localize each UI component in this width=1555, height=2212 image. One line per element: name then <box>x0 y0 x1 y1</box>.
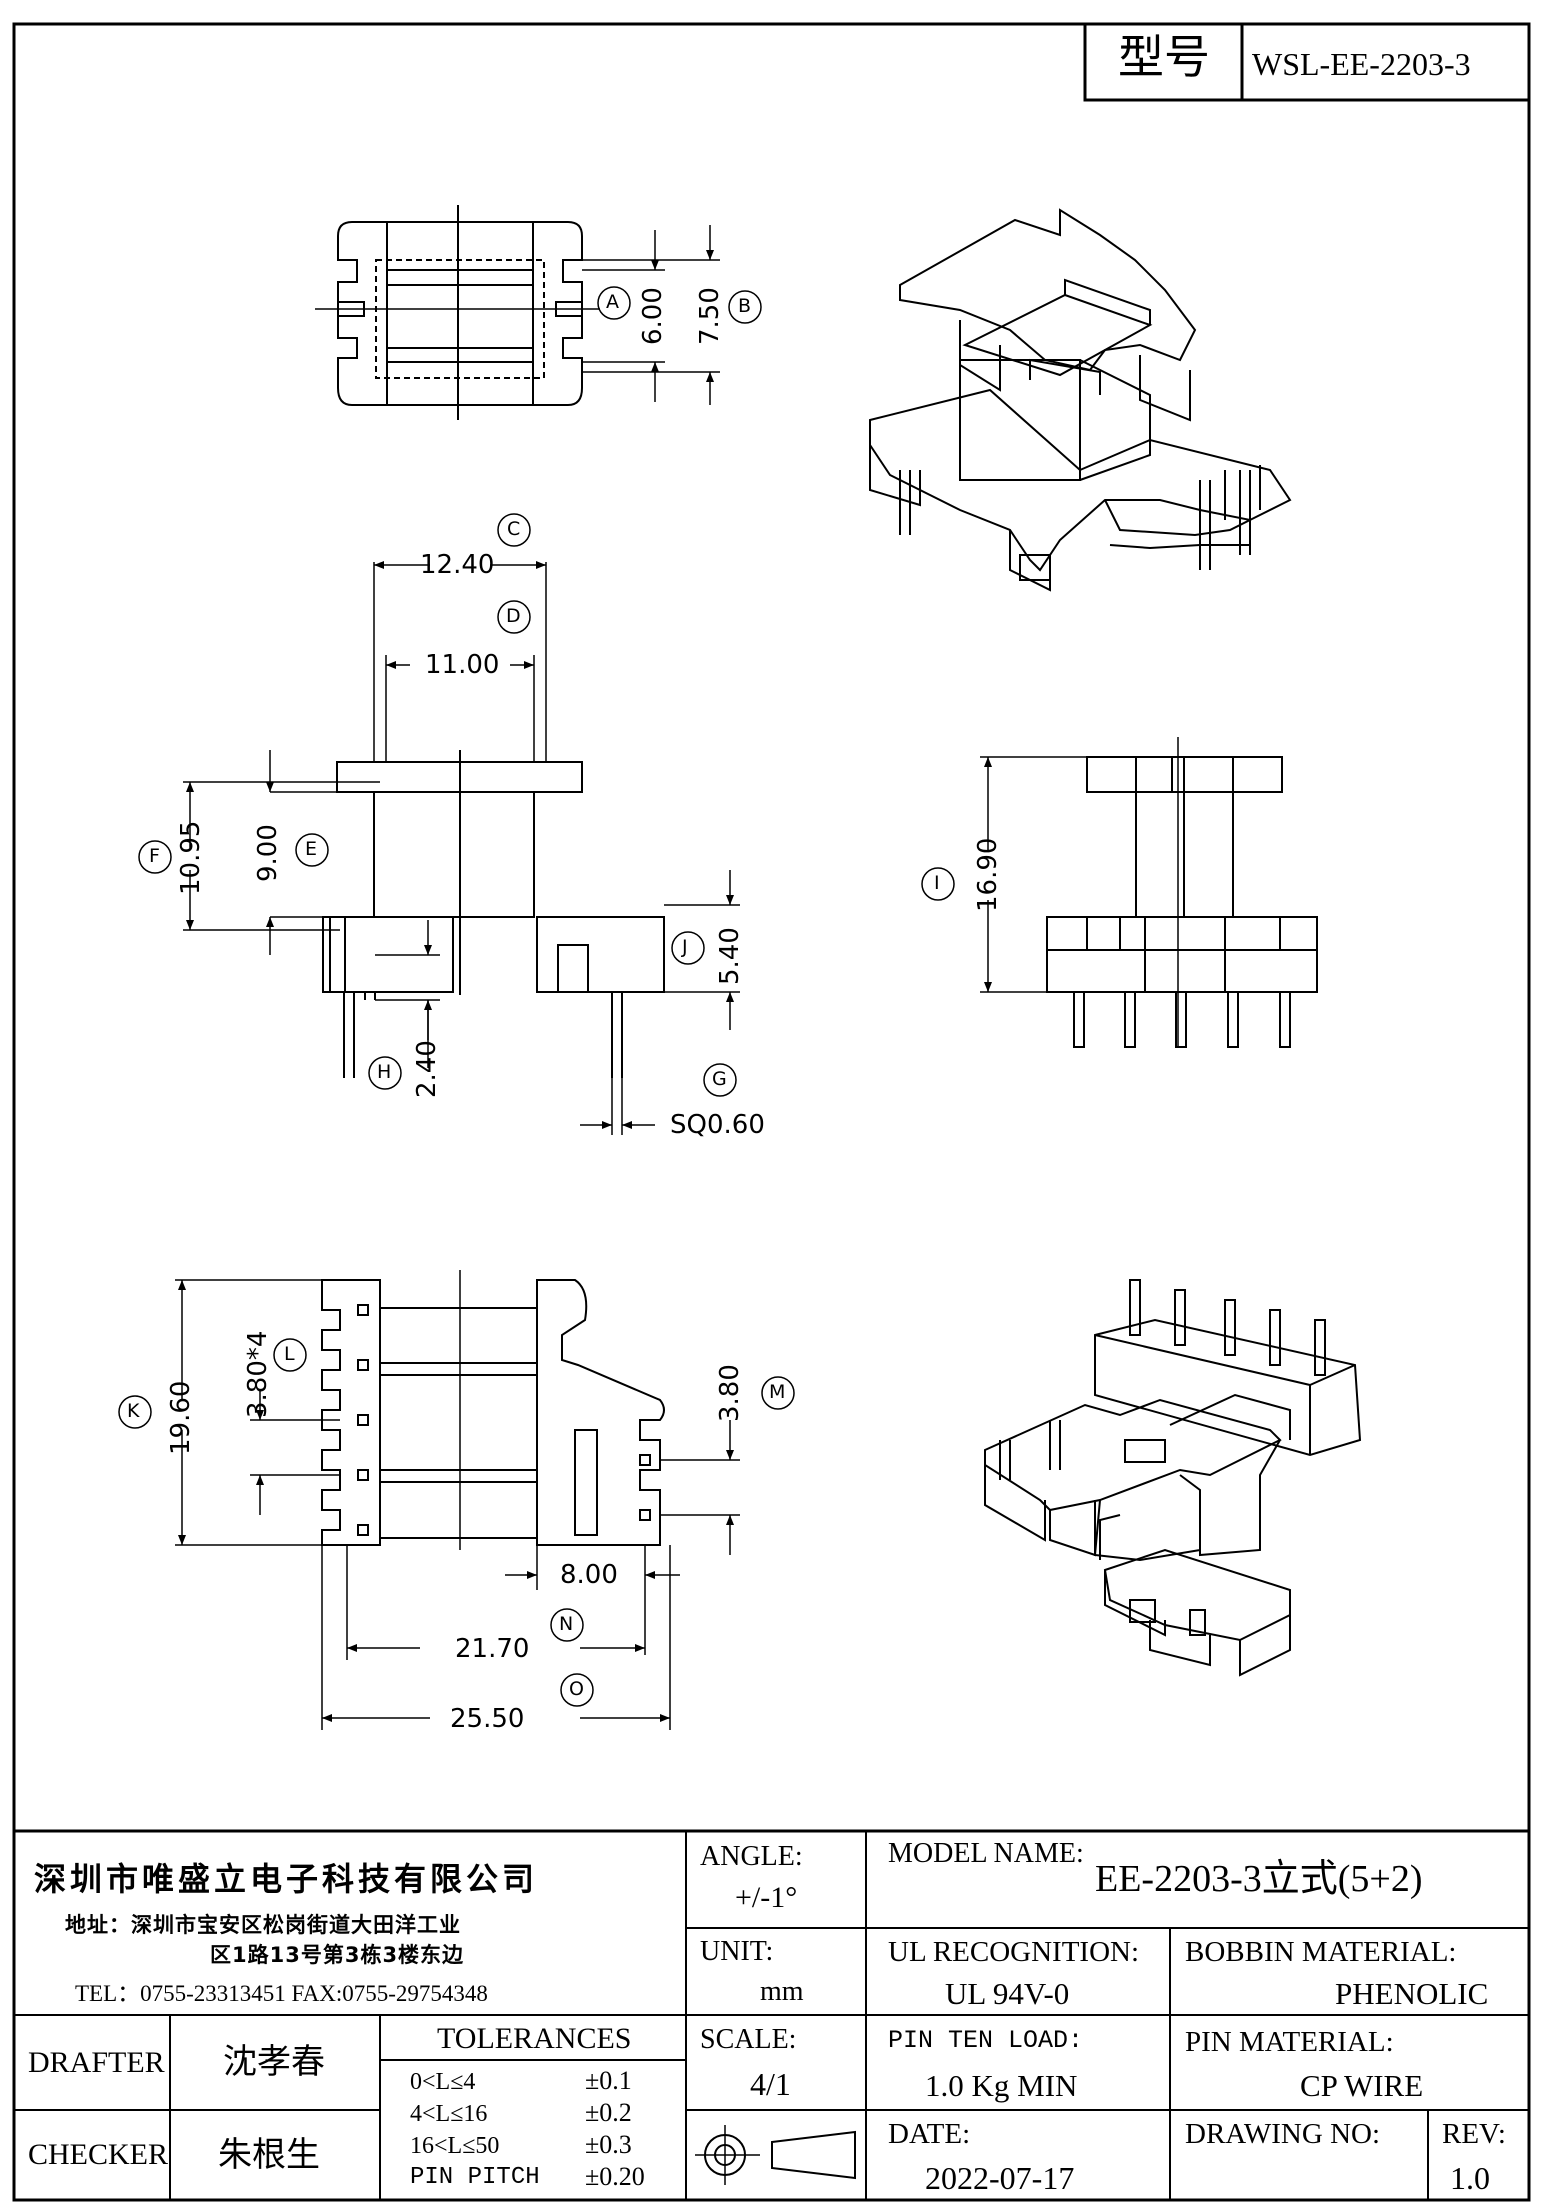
marker-j: J <box>682 936 688 958</box>
company-contact: TEL：0755-23313451 FAX:0755-29754348 <box>75 1981 488 2006</box>
marker-k: K <box>127 1400 140 1422</box>
marker-d: D <box>506 605 521 627</box>
top-view <box>315 205 720 420</box>
dim-h-value: 2.40 <box>412 1040 442 1098</box>
marker-n: N <box>559 1613 574 1635</box>
dim-l-value: 3.80*4 <box>243 1330 273 1418</box>
bobbin-value: PHENOLIC <box>1335 1976 1489 2011</box>
marker-i: I <box>934 872 940 894</box>
dim-n-value: 25.50 <box>450 1704 525 1734</box>
tolerance-range-2: 4<L≤16 <box>410 2101 488 2127</box>
drafter-label: DRAFTER <box>28 2046 165 2079</box>
model-box-label: 型号 <box>1118 30 1210 84</box>
title-block-grid <box>14 1829 1529 2200</box>
dim-p-value: 8.00 <box>560 1560 618 1590</box>
dim-j-value: 5.40 <box>715 927 745 985</box>
side-view <box>980 737 1318 1048</box>
tolerance-value-4: ±0.20 <box>585 2162 645 2191</box>
checker-value: 朱根生 <box>218 2135 320 2175</box>
marker-circles <box>118 286 955 1707</box>
dim-k-value: 19.60 <box>166 1380 196 1455</box>
tolerance-value-1: ±0.1 <box>585 2066 632 2095</box>
company-name: 深圳市唯盛立电子科技有限公司 <box>34 1860 539 1898</box>
marker-l: L <box>284 1343 295 1365</box>
model-box-value: WSL-EE-2203-3 <box>1252 46 1471 82</box>
ul-label: UL RECOGNITION: <box>888 1936 1140 1968</box>
dim-g-value: SQ0.60 <box>670 1110 765 1140</box>
iso-view-top <box>869 208 1292 592</box>
drafter-value: 沈孝春 <box>223 2042 325 2082</box>
sheet-border <box>12 22 1531 2202</box>
company-address-2: 区1路13号第3栋3楼东边 <box>210 1943 465 1967</box>
rev-value: 1.0 <box>1450 2160 1490 2196</box>
dim-o-value: 3.80 <box>715 1364 745 1422</box>
marker-h: H <box>377 1061 392 1083</box>
bottom-view <box>175 1270 740 1730</box>
marker-f: F <box>149 845 160 867</box>
model-name-label: MODEL NAME: <box>888 1838 1084 1869</box>
rev-label: REV: <box>1442 2118 1506 2150</box>
model-name-value: EE-2203-3立式(5+2) <box>1095 1858 1423 1900</box>
marker-g: G <box>712 1068 727 1090</box>
tolerance-value-3: ±0.3 <box>585 2130 632 2159</box>
pin-load-value: 1.0 Kg MIN <box>925 2068 1078 2103</box>
marker-c: C <box>507 518 521 540</box>
unit-label: UNIT: <box>700 1936 774 1967</box>
marker-a: A <box>606 291 619 313</box>
date-label: DATE: <box>888 2118 971 2150</box>
dim-e-value: 9.00 <box>253 824 283 882</box>
dim-b-value: 7.50 <box>695 287 725 345</box>
tolerance-value-2: ±0.2 <box>585 2098 632 2127</box>
drawing-no-label: DRAWING NO: <box>1185 2118 1381 2150</box>
dim-a-value: 6.00 <box>638 287 668 345</box>
pin-material-value: CP WIRE <box>1300 2068 1424 2103</box>
model-box-frame <box>1083 22 1531 102</box>
marker-e: E <box>305 838 318 860</box>
pin-material-label: PIN MATERIAL: <box>1185 2026 1394 2058</box>
dim-c-value: 12.40 <box>420 550 495 580</box>
front-view <box>183 561 740 1135</box>
scale-label: SCALE: <box>700 2024 797 2055</box>
scale-value: 4/1 <box>750 2066 791 2102</box>
bobbin-label: BOBBIN MATERIAL: <box>1185 1936 1457 1968</box>
dim-i-value: 16.90 <box>973 837 1003 912</box>
tolerance-range-4: PIN PITCH <box>410 2164 540 2191</box>
pin-load-label: PIN TEN LOAD: <box>888 2026 1084 2055</box>
marker-b: B <box>738 295 752 317</box>
tolerances-label: TOLERANCES <box>437 2022 632 2055</box>
angle-value: +/-1° <box>735 1881 798 1914</box>
date-value: 2022-07-17 <box>925 2160 1075 2196</box>
tolerance-range-3: 16<L≤50 <box>410 2133 500 2159</box>
checker-label: CHECKER <box>28 2138 169 2171</box>
marker-m: M <box>769 1381 786 1403</box>
marker-o: O <box>569 1678 584 1700</box>
angle-label: ANGLE: <box>700 1841 803 1872</box>
dim-f-value: 10.95 <box>176 820 206 895</box>
unit-value: mm <box>760 1976 804 2007</box>
company-address-1: 地址：深圳市宝安区松岗街道大田洋工业 <box>65 1913 461 1937</box>
dim-d-value: 11.00 <box>425 650 500 680</box>
iso-view-bottom <box>984 1279 1362 1677</box>
dim-m-value: 21.70 <box>455 1634 530 1664</box>
tolerance-range-1: 0<L≤4 <box>410 2069 476 2095</box>
ul-value: UL 94V-0 <box>945 1976 1070 2011</box>
